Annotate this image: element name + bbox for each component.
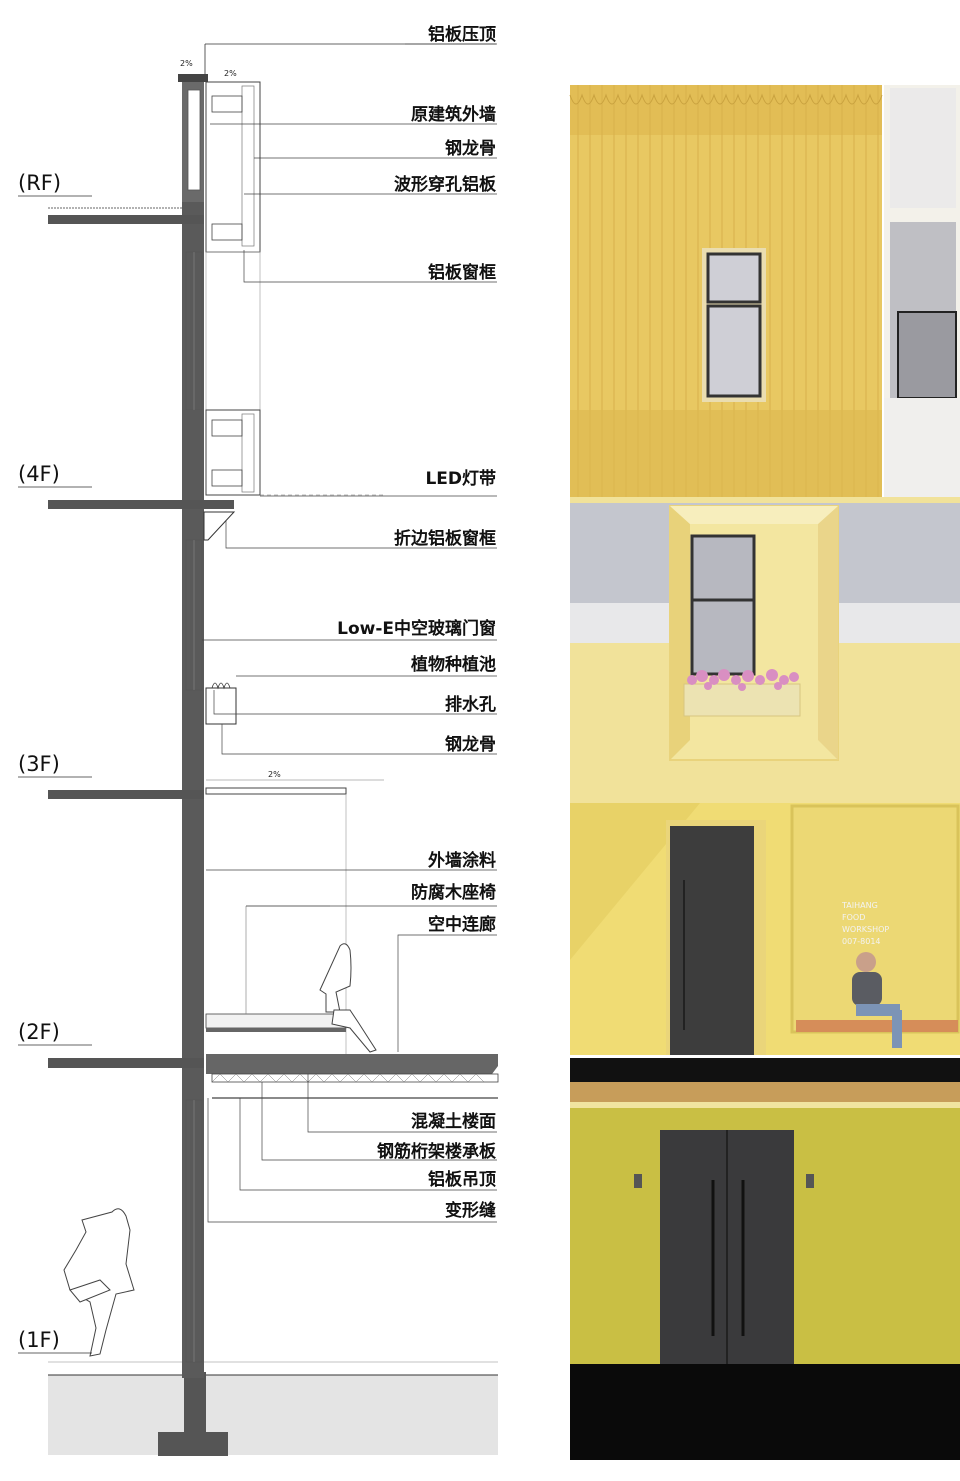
door-sign-line-1: TAIHANG <box>841 901 878 910</box>
floor-label-3f: (3F) <box>18 752 60 776</box>
wall-section-drawing: (RF) (4F) (3F) (2F) (1F) 2% 2% 2% <box>18 24 499 1456</box>
callout-drain-hole: 排水孔 <box>445 694 496 715</box>
callout-led-strip: LED灯带 <box>425 468 496 489</box>
door-sign-line-3: WORKSHOP <box>842 925 889 934</box>
slope-mark-3: 2% <box>268 770 281 779</box>
callout-aluminum-ceiling: 铝板吊顶 <box>428 1169 496 1190</box>
main-wall <box>182 78 204 1378</box>
black-band <box>570 1058 960 1082</box>
door-sign-line-2: FOOD <box>842 913 865 922</box>
floor-label-4f: (4F) <box>18 462 60 486</box>
slope-mark-2: 2% <box>224 69 237 78</box>
floor-label-2f: (2F) <box>18 1020 60 1044</box>
flowers <box>687 669 799 691</box>
callout-leaders <box>202 43 497 1223</box>
seated-person-figure <box>319 943 377 1053</box>
ground-fill <box>48 1375 498 1455</box>
floor-label-rf: (RF) <box>18 171 61 195</box>
callout-steel-keel-1: 钢龙骨 <box>445 138 496 159</box>
floor-label-1f: (1F) <box>18 1328 60 1352</box>
callout-concrete-floor: 混凝土楼面 <box>411 1111 496 1132</box>
base-band <box>570 1364 960 1460</box>
callout-low-e-glass: Low-E中空玻璃门窗 <box>337 618 496 639</box>
callout-planter: 植物种植池 <box>411 654 496 675</box>
callout-aluminum-coping: 铝板压顶 <box>428 24 496 45</box>
balcony-window <box>690 534 756 676</box>
slab-2f <box>48 1058 204 1068</box>
skyway-slab <box>206 1054 498 1074</box>
footing <box>158 1432 228 1456</box>
door-2f <box>670 826 754 1055</box>
callout-wood-bench: 防腐木座椅 <box>411 882 496 903</box>
callout-truss-deck: 钢筋桁架楼承板 <box>377 1141 497 1162</box>
planter-box <box>205 687 237 725</box>
slab-4f <box>48 500 234 509</box>
seated-man <box>852 952 902 1048</box>
slope-mark-1: 2% <box>180 59 193 68</box>
standing-person-figure <box>63 1208 135 1357</box>
callout-original-wall: 原建筑外墙 <box>411 104 496 125</box>
parapet-cap <box>178 74 208 82</box>
callout-corrugated-panel: 波形穿孔铝板 <box>394 174 497 195</box>
truss-deck <box>211 1073 499 1083</box>
slab-3f <box>48 790 204 799</box>
callout-expansion-joint: 变形缝 <box>445 1200 496 1221</box>
door-sign-line-4: 007-8014 <box>842 937 881 946</box>
callout-steel-keel-2: 钢龙骨 <box>445 734 496 755</box>
facade-elevation-render: TAIHANG FOOD WORKSHOP 007-8014 <box>569 85 960 1460</box>
callout-aluminum-window-frame: 铝板窗框 <box>428 262 496 283</box>
callout-folded-window-frame: 折边铝板窗框 <box>394 528 496 549</box>
callout-skyway: 空中连廊 <box>428 914 496 935</box>
callout-wall-paint: 外墙涂料 <box>428 850 496 871</box>
bench <box>205 1013 347 1029</box>
slab-rf <box>48 215 204 224</box>
